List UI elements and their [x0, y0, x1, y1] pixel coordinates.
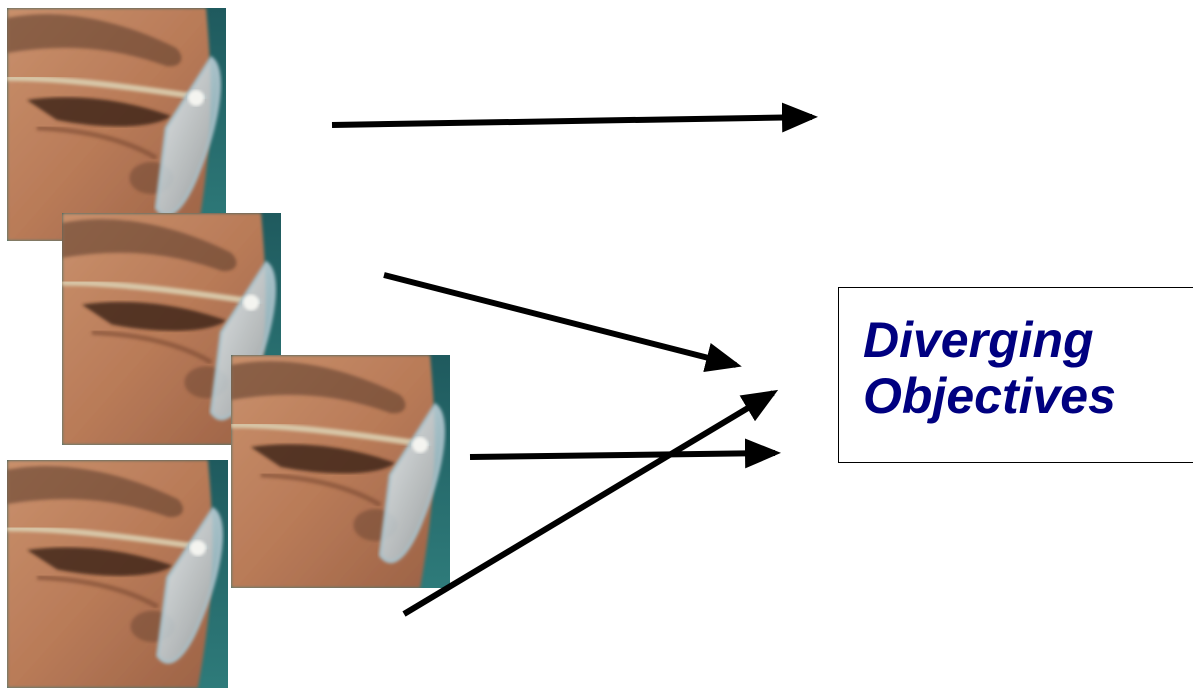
- label-line-2: Objectives: [863, 368, 1116, 424]
- face-photo: [7, 460, 228, 688]
- label-line-1: Diverging: [863, 312, 1116, 368]
- arrow: [404, 393, 773, 614]
- label-box: Diverging Objectives: [838, 287, 1193, 463]
- label-text: Diverging Objectives: [863, 312, 1116, 424]
- arrow: [470, 453, 775, 457]
- arrow: [332, 117, 812, 125]
- face-photo: [231, 355, 450, 588]
- arrow: [384, 275, 736, 365]
- face-photo: [7, 8, 226, 241]
